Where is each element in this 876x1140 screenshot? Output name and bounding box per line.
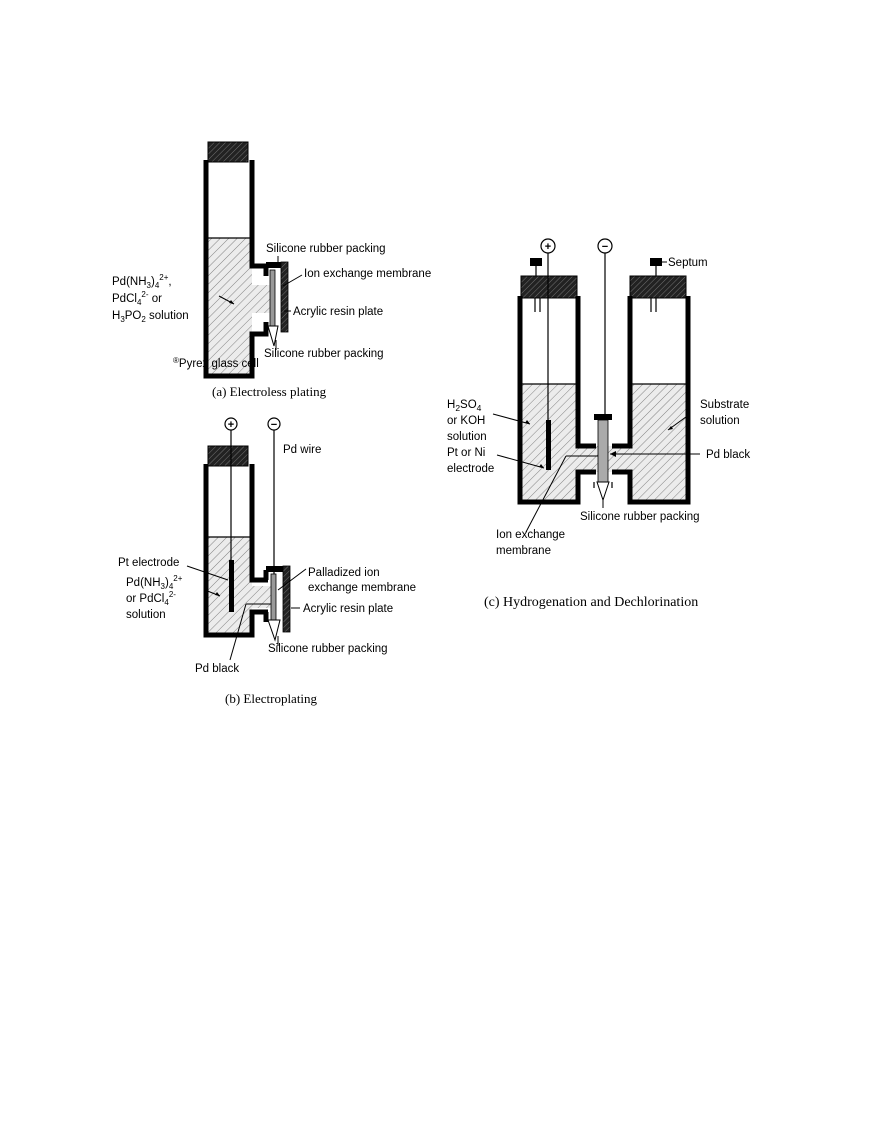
label-solution-b1: Pd(NH3)42+ xyxy=(126,574,183,591)
pt-electrode xyxy=(229,560,234,612)
label-palladized-2: exchange membrane xyxy=(308,582,416,594)
right-cell-wall xyxy=(612,296,691,505)
packing-bottom-b xyxy=(267,619,281,642)
label-acrylic-b: Acrylic resin plate xyxy=(303,603,393,615)
label-silicone-bottom-a: Silicone rubber packing xyxy=(264,348,384,360)
cap-right-c xyxy=(629,275,687,299)
caption-c: (c) Hydrogenation and Dechlorination xyxy=(484,595,698,610)
label-silicone-b: Silicone rubber packing xyxy=(268,643,388,655)
label-pt-electrode: Pt electrode xyxy=(118,557,179,569)
caption-a: (a) Electroless plating xyxy=(212,384,327,399)
label-solution-a1: Pd(NH3)42+, xyxy=(112,273,172,290)
plus-sign-b: + xyxy=(228,419,234,431)
left-cell-wall xyxy=(517,296,596,505)
label-pyrex: ®Pyrex glass cell xyxy=(173,356,259,370)
septum-right xyxy=(650,258,662,266)
right-solution-fill xyxy=(630,384,688,502)
side-arm-wall xyxy=(252,263,268,337)
membrane-c xyxy=(597,419,609,483)
label-membrane-c1: Ion exchange xyxy=(496,529,565,541)
label-acid-2: or KOH xyxy=(447,415,485,427)
label-pd-black-c: Pd black xyxy=(706,449,750,461)
plus-sign-c: + xyxy=(545,241,551,253)
label-membrane-a: Ion exchange membrane xyxy=(304,268,431,280)
label-solution-b3: solution xyxy=(126,609,166,621)
cell-wall-b xyxy=(203,464,268,638)
side-arm-fill-b xyxy=(250,586,272,608)
diagram-c-hydrogenation: + − xyxy=(447,238,750,610)
label-septum: Septum xyxy=(668,257,708,269)
pt-ni-electrode xyxy=(546,420,551,470)
side-arm-fill xyxy=(250,285,272,313)
acrylic-plate xyxy=(280,261,289,333)
diagram-a-electroless-plating: Pd(NH3)42+, PdCl42- or H3PO2 solution Si… xyxy=(112,141,431,399)
label-electrode-1: Pt or Ni xyxy=(447,447,485,459)
label-silicone-c: Silicone rubber packing xyxy=(580,511,700,523)
cap xyxy=(207,141,249,163)
label-silicone-top-a: Silicone rubber packing xyxy=(266,243,386,255)
diagram-b-electroplating: + − Pd wire Pt electrode Pd(NH3)42+ or P… xyxy=(118,417,416,706)
solution-fill xyxy=(206,238,252,376)
packing-bottom xyxy=(267,325,279,347)
label-membrane-c2: membrane xyxy=(496,545,551,557)
acrylic-plate-b xyxy=(282,565,291,633)
label-electrode-2: electrode xyxy=(447,463,494,475)
septum-left xyxy=(530,258,542,266)
label-acid-1: H2SO4 xyxy=(447,399,482,413)
cap-left-c xyxy=(520,275,578,299)
label-solution-b2: or PdCl42- xyxy=(126,590,176,607)
packing-bottom-c xyxy=(596,481,610,502)
label-substrate-1: Substrate xyxy=(700,399,749,411)
label-pd-wire: Pd wire xyxy=(283,444,321,456)
label-acrylic-a: Acrylic resin plate xyxy=(293,306,383,318)
label-pd-black-b: Pd black xyxy=(195,663,239,675)
packing-top-b xyxy=(266,566,283,572)
packing-top xyxy=(266,262,281,268)
label-substrate-2: solution xyxy=(700,415,740,427)
caption-b: (b) Electroplating xyxy=(225,691,318,706)
membrane-b xyxy=(270,573,277,621)
label-acid-3: solution xyxy=(447,431,487,443)
cap-b xyxy=(207,445,249,467)
membrane xyxy=(269,269,276,327)
label-solution-a2: PdCl42- or xyxy=(112,290,162,307)
minus-sign-b: − xyxy=(271,419,277,431)
label-solution-a3: H3PO2 solution xyxy=(112,310,189,324)
label-palladized-1: Palladized ion xyxy=(308,567,380,579)
packing-top-c xyxy=(594,414,612,420)
minus-sign-c: − xyxy=(602,241,608,253)
